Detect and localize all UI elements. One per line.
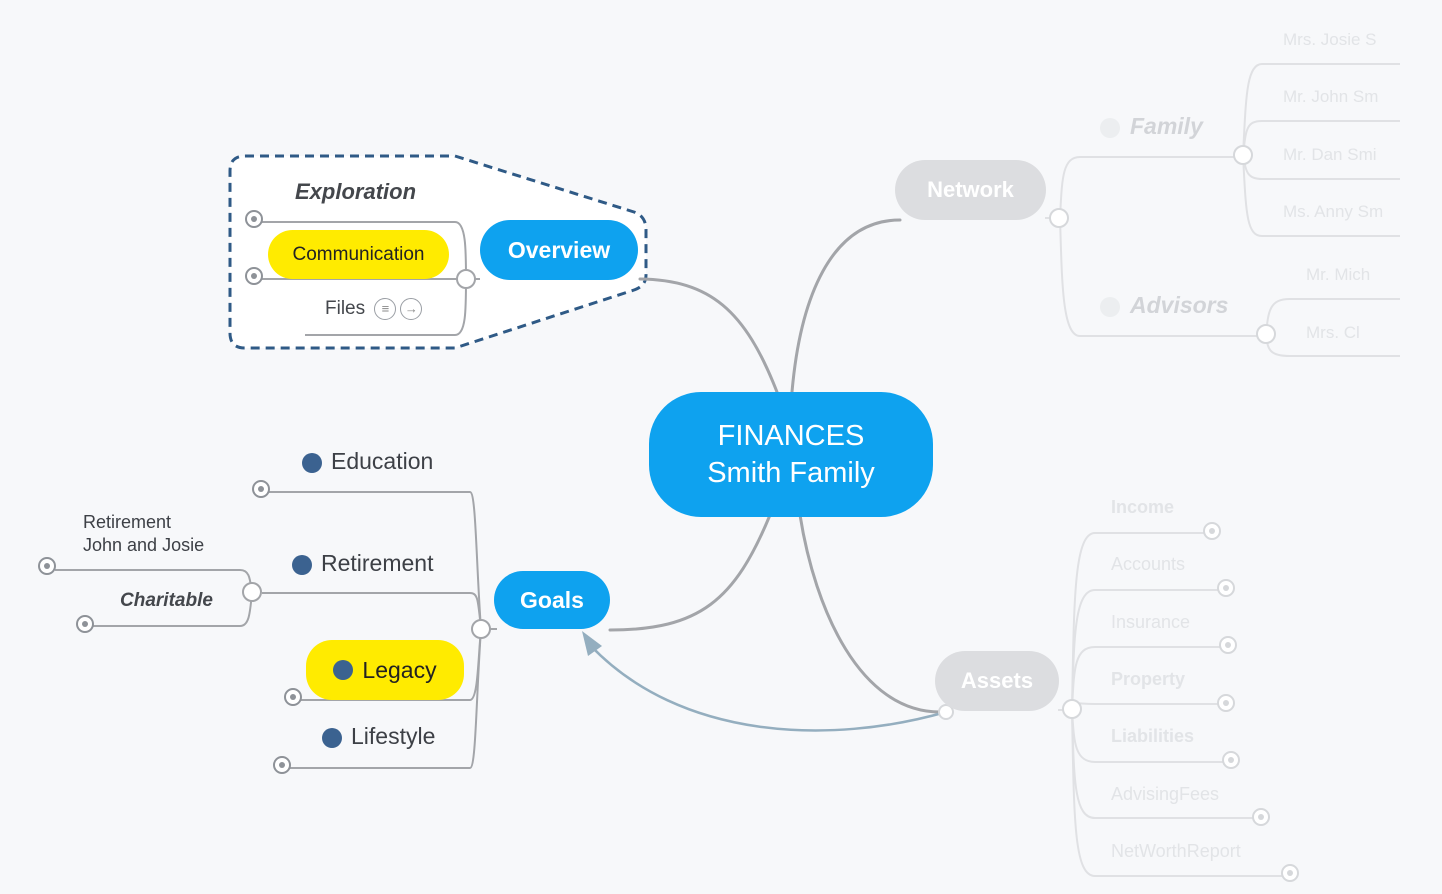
marker-dot-icon bbox=[302, 452, 322, 473]
files-topic[interactable]: Files ≡→ bbox=[325, 298, 423, 320]
overview-topic[interactable]: Overview bbox=[480, 220, 638, 280]
retirement-john-josie-line2: John and Josie bbox=[83, 535, 205, 555]
marker-dot-icon bbox=[322, 727, 342, 748]
central-topic[interactable]: FINANCES Smith Family bbox=[649, 392, 933, 517]
overview-label: Overview bbox=[507, 236, 611, 263]
family-member-1[interactable]: Mrs. Josie S bbox=[1283, 30, 1377, 49]
network-label: Network bbox=[927, 177, 1014, 202]
goals-collapse-toggle[interactable] bbox=[471, 619, 491, 639]
advisors-topic[interactable]: Advisors bbox=[1100, 292, 1228, 319]
asset-property[interactable]: Property bbox=[1111, 669, 1186, 689]
advisors-label: Advisors bbox=[1130, 292, 1229, 318]
family-member-2[interactable]: Mr. John Sm bbox=[1283, 87, 1379, 106]
asset-liabilities[interactable]: Liabilities bbox=[1111, 726, 1195, 746]
marker-dot-icon bbox=[1100, 296, 1120, 317]
asset-income[interactable]: Income bbox=[1111, 497, 1175, 517]
notes-icon[interactable]: ≡ bbox=[374, 298, 397, 320]
retirement-topic[interactable]: Retirement bbox=[292, 550, 433, 577]
family-label: Family bbox=[1130, 113, 1203, 139]
connector-overview bbox=[638, 277, 779, 394]
asset-insurance[interactable]: Insurance bbox=[1111, 612, 1191, 632]
lifestyle-label: Lifestyle bbox=[351, 723, 436, 749]
retirement-collapse-toggle[interactable] bbox=[242, 582, 262, 602]
overview-collapse-toggle[interactable] bbox=[456, 269, 476, 289]
assets-topic[interactable]: Assets bbox=[935, 651, 1059, 711]
arrow-right-icon[interactable]: → bbox=[400, 298, 423, 320]
lifestyle-topic[interactable]: Lifestyle bbox=[322, 723, 435, 750]
legacy-topic[interactable]: Legacy bbox=[306, 640, 464, 700]
goals-label: Goals bbox=[520, 586, 584, 613]
asset-networthreport[interactable]: NetWorthReport bbox=[1111, 841, 1241, 861]
family-member-4[interactable]: Ms. Anny Sm bbox=[1283, 202, 1384, 221]
communication-label: Communication bbox=[292, 243, 425, 265]
connector-network bbox=[790, 218, 902, 394]
education-label: Education bbox=[331, 448, 434, 474]
connector-assets bbox=[798, 513, 942, 714]
marker-dot-icon bbox=[1100, 117, 1120, 138]
network-topic[interactable]: Network bbox=[895, 160, 1046, 220]
advisor-1[interactable]: Mr. Mich bbox=[1306, 265, 1371, 284]
retirement-label: Retirement bbox=[321, 550, 434, 576]
advisor-2[interactable]: Mrs. Cl bbox=[1306, 323, 1360, 342]
goals-topic[interactable]: Goals bbox=[494, 571, 610, 629]
connector-goals bbox=[608, 513, 772, 632]
family-topic[interactable]: Family bbox=[1100, 113, 1203, 140]
retirement-john-josie-line1: Retirement bbox=[83, 512, 172, 532]
family-collapse-toggle[interactable] bbox=[1233, 145, 1253, 165]
network-collapse-toggle[interactable] bbox=[1049, 208, 1069, 228]
exploration-boundary-label[interactable]: Exploration bbox=[295, 179, 417, 204]
charitable-topic[interactable]: Charitable bbox=[120, 590, 213, 611]
legacy-label: Legacy bbox=[362, 656, 437, 683]
asset-accounts[interactable]: Accounts bbox=[1111, 554, 1186, 574]
retirement-john-josie-topic[interactable]: Retirement John and Josie bbox=[83, 511, 204, 557]
family-member-3[interactable]: Mr. Dan Smi bbox=[1283, 145, 1377, 164]
marker-dot-icon bbox=[292, 554, 312, 575]
education-topic[interactable]: Education bbox=[302, 448, 433, 475]
relationship-arrowhead bbox=[582, 631, 602, 656]
assets-collapse-toggle[interactable] bbox=[1062, 699, 1082, 719]
communication-topic[interactable]: Communication bbox=[268, 230, 449, 279]
central-topic-line2: Smith Family bbox=[707, 456, 875, 489]
asset-advisingfees[interactable]: AdvisingFees bbox=[1111, 784, 1220, 804]
relationship-arrow[interactable] bbox=[589, 644, 947, 732]
files-label: Files bbox=[325, 298, 366, 320]
assets-label: Assets bbox=[960, 668, 1034, 693]
advisors-collapse-toggle[interactable] bbox=[1256, 324, 1276, 344]
marker-dot-icon bbox=[333, 660, 354, 680]
central-topic-line1: FINANCES bbox=[717, 419, 865, 452]
